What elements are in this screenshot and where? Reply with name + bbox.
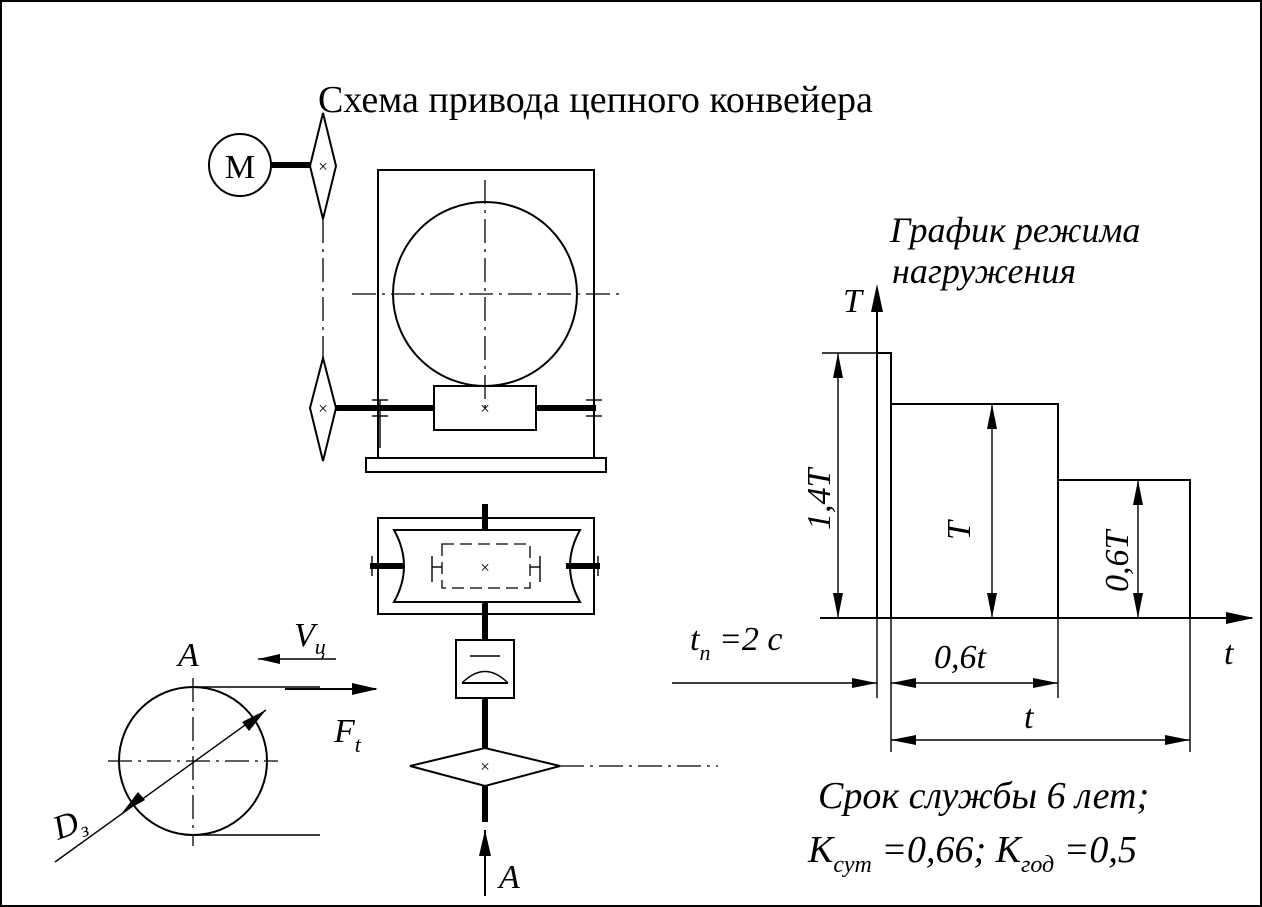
svg-text:Dз: Dз <box>47 802 92 851</box>
conveyor-shaft-unit: × <box>370 504 600 640</box>
drum <box>392 529 582 603</box>
diameter-leader <box>54 709 267 863</box>
conveyor-sprocket: × <box>409 746 718 822</box>
cross-mark: × <box>480 558 490 577</box>
cross-mark: × <box>318 157 328 176</box>
segment-time-label: 0,6t <box>934 639 988 676</box>
load-step-nominal <box>891 403 1059 618</box>
graph-title-line2: нагружения <box>892 251 1076 291</box>
sprocket-view-a: A Dз Vц Ft <box>47 617 378 863</box>
nominal-level-label: T <box>941 519 978 540</box>
cross-mark: × <box>480 757 490 776</box>
x-axis-label: t <box>1224 635 1235 672</box>
service-life: Срок службы 6 лет; <box>818 775 1149 817</box>
reducer-base <box>365 457 607 473</box>
force-label: Ft <box>333 713 362 757</box>
worm-reducer: × <box>336 169 625 473</box>
low-level-label: 0,6T <box>1099 529 1136 593</box>
view-arrow-bottom: A <box>479 830 520 896</box>
peak-level-label: 1,4T <box>801 467 838 531</box>
driven-pulley: × <box>308 354 338 462</box>
graph-title-line1: График режима <box>889 210 1140 250</box>
velocity-label: Vц <box>294 617 326 659</box>
cross-mark: × <box>480 399 490 418</box>
view-label-top: A <box>176 637 199 674</box>
electric-motor: M <box>208 133 272 197</box>
inner-hub <box>441 543 531 589</box>
motor-label: M <box>225 149 255 186</box>
shaft-coupling <box>455 639 515 748</box>
total-time-label: t <box>1024 699 1035 736</box>
scheme-title: Схема привода цепного конвейера <box>318 79 873 121</box>
drive-pulley: × <box>308 112 338 220</box>
load-graph: График режима нагружения T t 1,4T T 0,6T <box>672 210 1254 752</box>
cross-mark: × <box>318 399 328 418</box>
load-factors: Kсут =0,66; Kгод =0,5 <box>807 829 1137 878</box>
service-notes: Срок службы 6 лет; Kсут =0,66; Kгод =0,5 <box>807 775 1149 878</box>
diameter-label: Dз <box>47 802 92 851</box>
load-step-peak <box>877 352 892 618</box>
view-label-bottom: A <box>497 859 520 896</box>
y-axis-label: T <box>843 283 864 320</box>
start-time-label: tп =2 с <box>690 621 783 665</box>
load-step-low <box>1058 479 1191 618</box>
